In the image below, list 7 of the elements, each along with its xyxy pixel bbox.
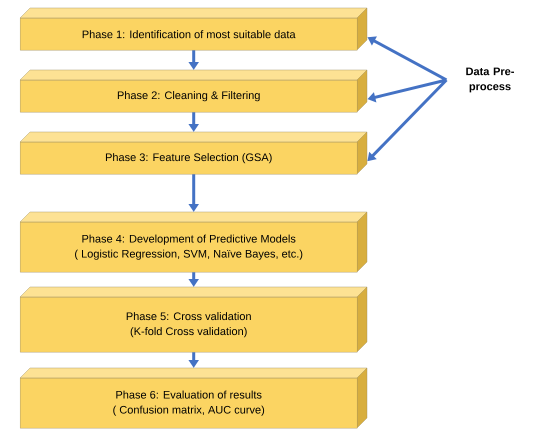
process-box: Phase 2: Cleaning & Filtering	[20, 70, 368, 112]
side-label: Data Pre-process	[466, 68, 514, 92]
process-box: Phase 4: Development of Predictive Models ( Logistic Regression, SVM, Naïve Bayes, etc.)	[20, 212, 368, 272]
process-box: Phase 5: Cross validation (K-fold Cross validation)	[20, 286, 368, 352]
process-box: Phase 3: Feature Selection (GSA)	[20, 132, 368, 174]
process-box: Phase 1: Identification of most suitable data	[20, 8, 368, 50]
process-box: Phase 6: Evaluation of results ( Confusion matrix, AUC curve)	[20, 368, 368, 428]
